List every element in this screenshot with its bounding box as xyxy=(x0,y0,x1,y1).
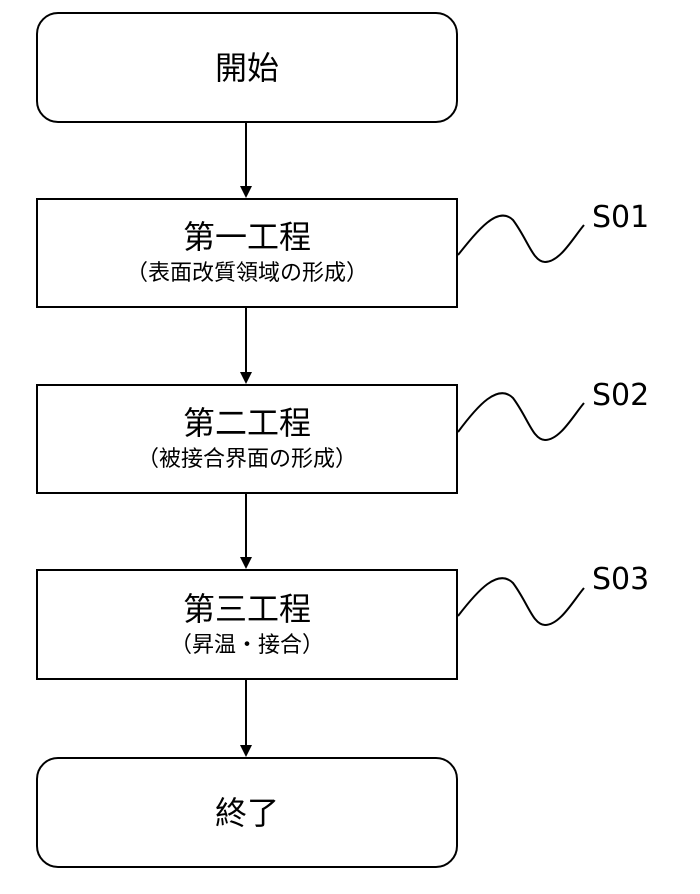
start-node: 開始 xyxy=(36,12,458,123)
end-node: 終了 xyxy=(36,757,458,868)
leader-line-s03 xyxy=(457,577,585,627)
step-1-subtitle: （表面改質領域の形成） xyxy=(125,261,368,286)
step-2-code: S02 xyxy=(592,378,650,413)
step-3-box: 第三工程 （昇温・接合） xyxy=(36,569,458,680)
step-1-box: 第一工程 （表面改質領域の形成） xyxy=(36,198,458,308)
step-3-subtitle: （昇温・接合） xyxy=(169,632,324,658)
step-1-code: S01 xyxy=(592,200,650,235)
step-2-title: 第二工程 xyxy=(182,404,311,442)
step-3-code: S03 xyxy=(592,562,650,597)
leader-line-s01 xyxy=(457,214,585,264)
step-1-title: 第一工程 xyxy=(182,218,311,256)
step-3-title: 第三工程 xyxy=(182,589,311,628)
end-label: 終了 xyxy=(214,793,279,832)
step-2-subtitle: （被接合界面の形成） xyxy=(136,447,357,472)
start-label: 開始 xyxy=(214,48,279,87)
step-2-box: 第二工程 （被接合界面の形成） xyxy=(36,384,458,494)
leader-line-s02 xyxy=(457,392,585,442)
